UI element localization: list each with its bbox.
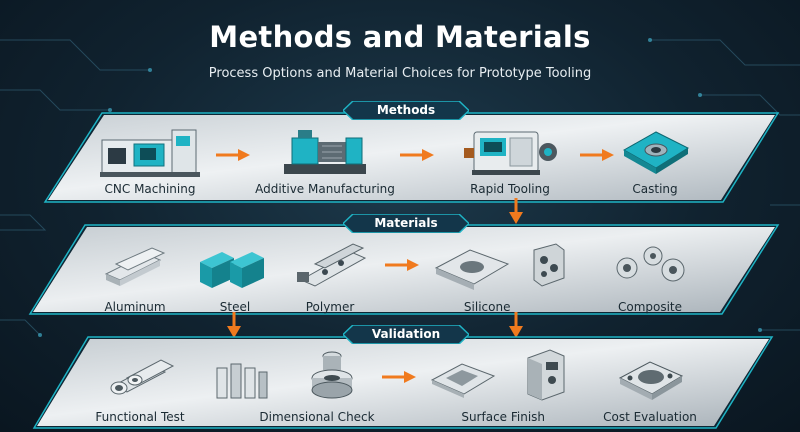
- materials-slab: [28, 224, 780, 315]
- additive-printer-icon: [284, 130, 366, 174]
- material-item-silicone: Silicone: [420, 234, 580, 314]
- method-item-cnc-machining: CNC Machining: [90, 120, 210, 200]
- page-title: Methods and Materials: [209, 20, 591, 54]
- validation-item-functional-test: Functional Test: [85, 344, 195, 428]
- method-item-rapid-tooling: Rapid Tooling: [450, 120, 570, 200]
- polymer-parts-icon: [297, 243, 367, 287]
- surface-finish-part-icon: [430, 363, 496, 398]
- material-label: Silicone: [463, 300, 511, 314]
- validation-item-dimensional-check: Dimensional Check: [205, 344, 405, 428]
- validation-section-tab: Validation: [343, 325, 469, 344]
- flow-arrow-down: [227, 312, 241, 338]
- steel-blocks-icon: [200, 252, 264, 288]
- method-item-casting: Casting: [600, 120, 710, 200]
- method-item-additive-manufacturing: Additive Manufacturing: [255, 120, 395, 200]
- flow-arrow-right: [400, 149, 434, 161]
- flow-arrow-right: [580, 149, 614, 161]
- validation-label: Surface Finish: [461, 410, 546, 424]
- material-item-polymer: Polymer: [285, 234, 375, 314]
- methods-section-tab: Methods: [343, 101, 469, 120]
- materials-section-tab: Materials: [343, 214, 469, 233]
- material-item-composite: Composite: [595, 234, 705, 314]
- methods-slab: [43, 112, 780, 203]
- material-label: Aluminum: [104, 300, 166, 314]
- validation-item-cost-evaluation: Cost Evaluation: [590, 344, 710, 428]
- validation-item-surface-finish: Surface Finish: [420, 344, 580, 428]
- material-label: Composite: [617, 300, 683, 314]
- validation-label: Functional Test: [95, 410, 185, 424]
- material-label: Polymer: [305, 300, 355, 314]
- flow-arrow-right: [382, 371, 416, 383]
- cost-evaluation-part-icon: [618, 361, 684, 400]
- validation-panel: Validation Functional Test Dim: [0, 325, 800, 430]
- flow-arrow-down: [509, 198, 523, 224]
- page-subtitle: Process Options and Material Choices for…: [208, 66, 592, 81]
- flow-arrow-down: [509, 312, 523, 338]
- material-label: Steel: [219, 300, 251, 314]
- validation-label: Dimensional Check: [259, 410, 375, 424]
- casting-mold-icon: [622, 131, 690, 174]
- silicone-part-icon: [434, 243, 565, 290]
- dimensional-check-blocks-icon: [216, 363, 268, 399]
- method-label: Additive Manufacturing: [255, 182, 395, 196]
- surface-finish-block-icon: [527, 349, 565, 401]
- methods-panel: Methods CNC Machining Additive Manufactu…: [0, 101, 800, 205]
- aluminum-bars-icon: [104, 247, 166, 286]
- flow-arrow-right: [216, 149, 250, 161]
- dimensional-check-gauge-icon: [311, 351, 353, 399]
- composite-parts-icon: [616, 246, 685, 282]
- flow-arrow-right: [385, 259, 419, 271]
- rapid-tooling-machine-icon: [464, 131, 557, 175]
- method-label: Casting: [632, 182, 678, 196]
- validation-slab: [32, 336, 774, 429]
- cnc-machine-icon: [100, 129, 200, 177]
- method-label: CNC Machining: [104, 182, 196, 196]
- method-label: Rapid Tooling: [470, 182, 550, 196]
- materials-panel: Materials Aluminum Steel: [0, 214, 800, 317]
- material-item-steel: Steel: [190, 234, 280, 314]
- functional-test-pipes-icon: [110, 359, 175, 395]
- validation-label: Cost Evaluation: [603, 410, 697, 424]
- material-item-aluminum: Aluminum: [90, 234, 180, 314]
